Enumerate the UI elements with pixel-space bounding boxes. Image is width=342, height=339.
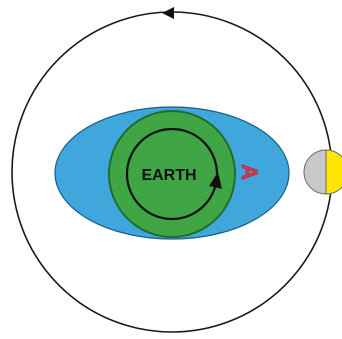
- marker-a-label: A: [237, 164, 262, 180]
- orbit-direction-arrow-icon: [162, 7, 174, 19]
- moon-dark-half: [304, 150, 326, 194]
- marker-a: A: [237, 164, 262, 180]
- earth-label: EARTH: [141, 167, 196, 184]
- moon-lit-half: [326, 150, 342, 194]
- moon: [304, 150, 342, 194]
